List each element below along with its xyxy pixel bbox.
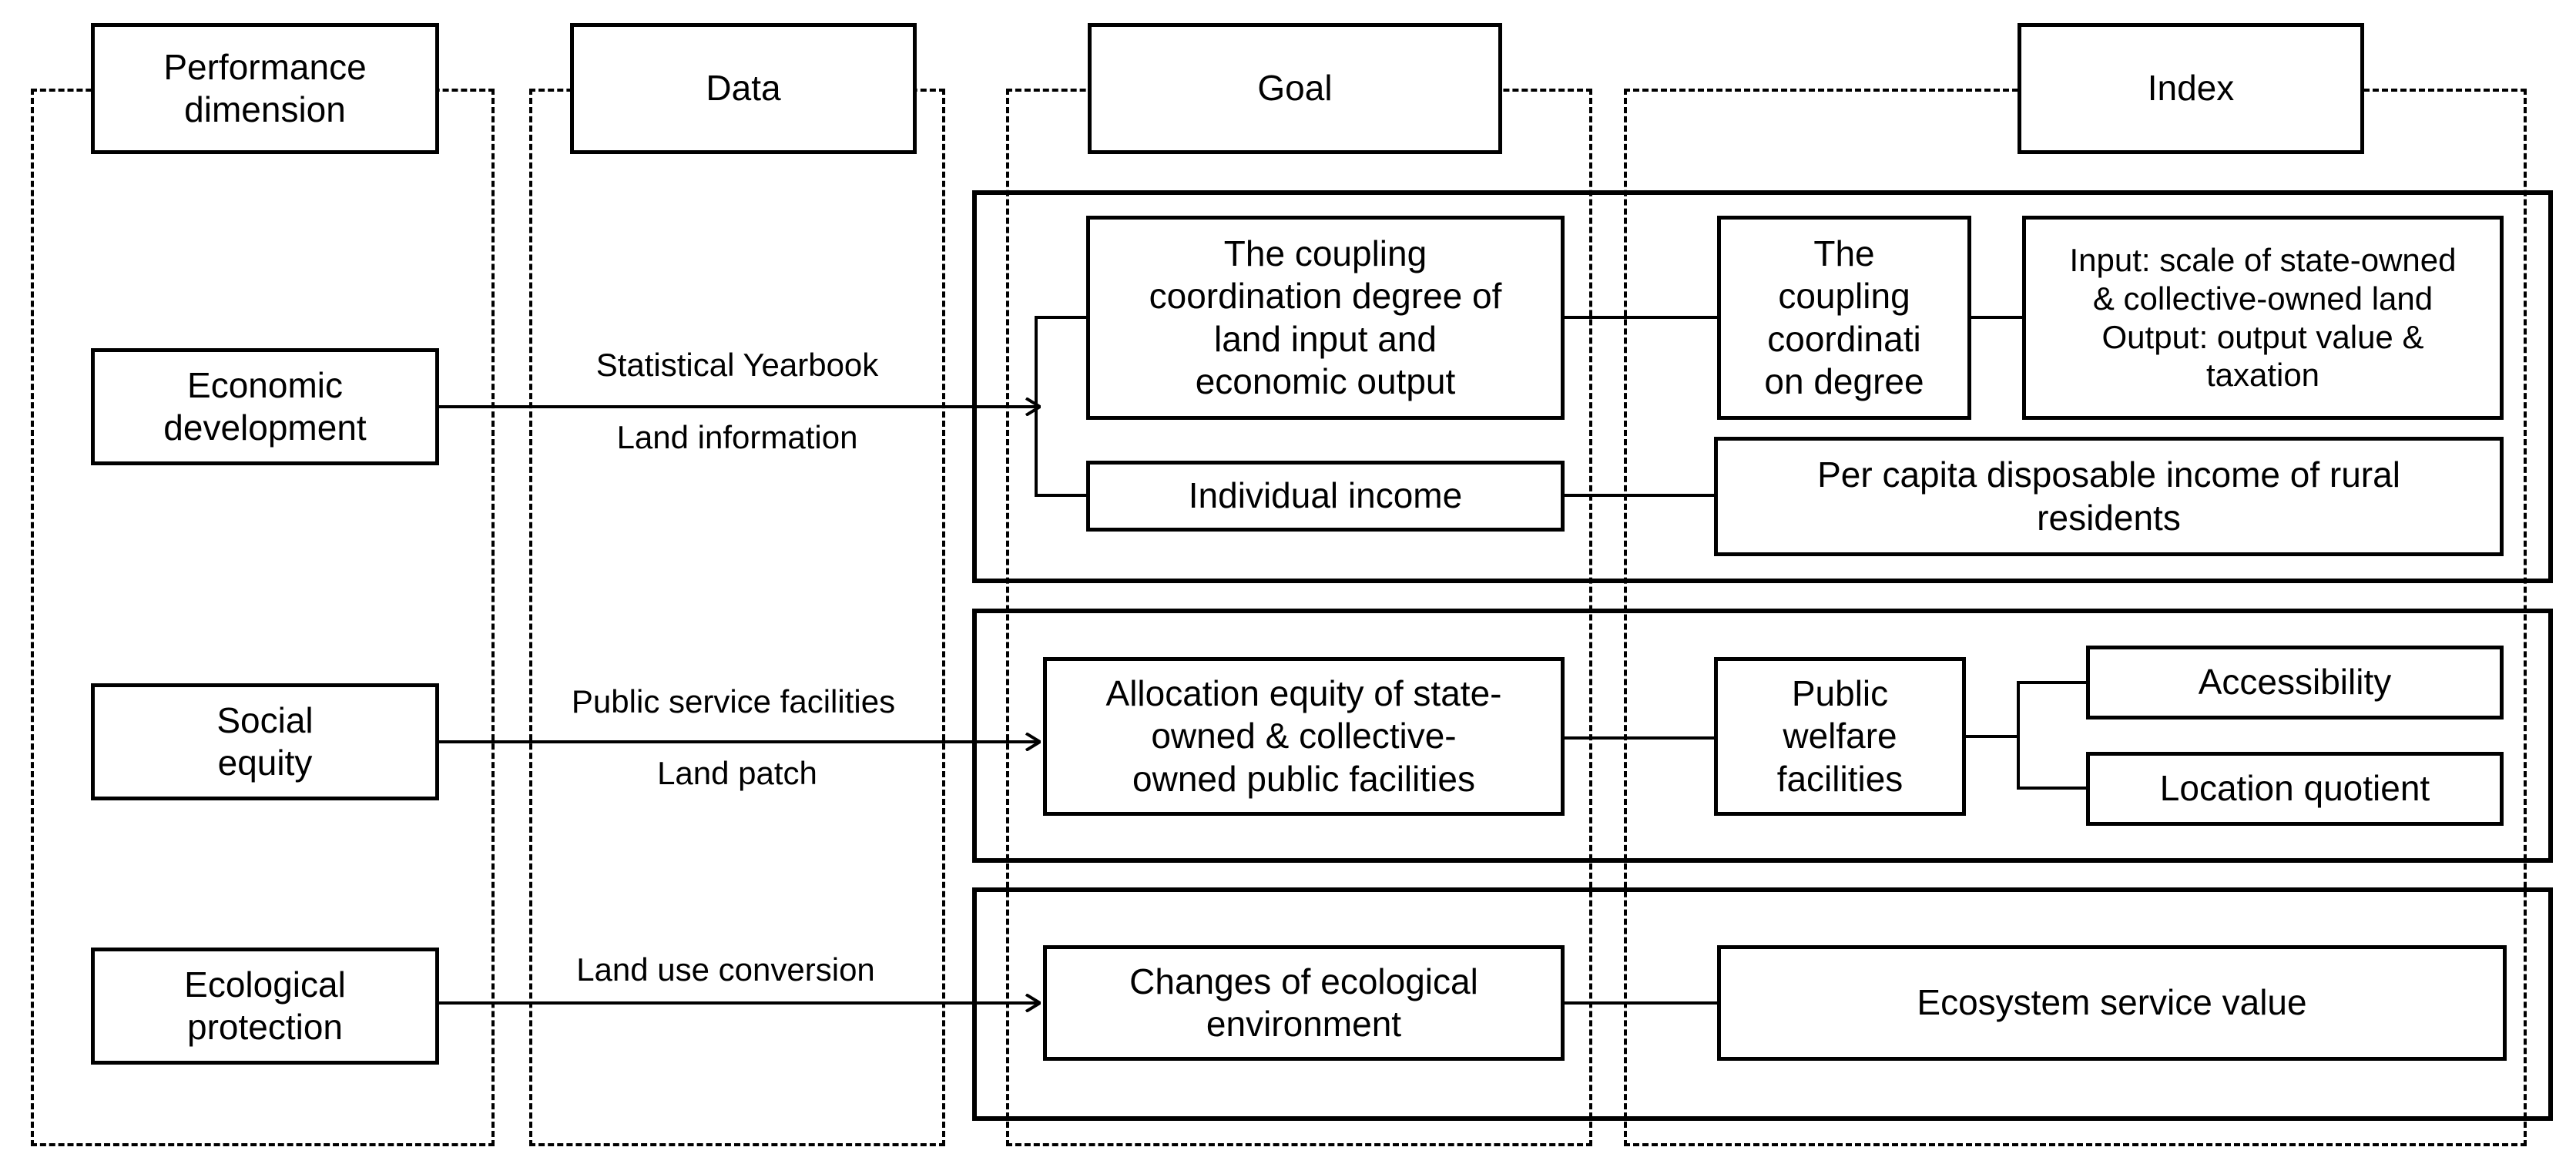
index-accessibility: Accessibility [2086, 646, 2504, 719]
data-label-land-use-conversion: Land use conversion [576, 951, 875, 988]
data-label-public-service-facilities: Public service facilities [571, 683, 896, 719]
social-group-frame [972, 609, 2553, 863]
goal-ecological-environment: Changes of ecological environment [1043, 945, 1565, 1061]
data-label-land-patch: Land patch [657, 755, 817, 791]
index-coupling-degree: The coupling coordinati on degree [1717, 216, 1971, 420]
data-label-land-information: Land information [616, 419, 858, 455]
header-index: Index [2018, 23, 2364, 154]
index-disposable-income: Per capita disposable income of rural re… [1714, 437, 2504, 556]
index-input-output: Input: scale of state-owned & collective… [2022, 216, 2504, 420]
index-ecosystem-service-value: Ecosystem service value [1717, 945, 2507, 1061]
index-public-welfare: Public welfare facilities [1714, 657, 1966, 816]
data-label-statistical-yearbook: Statistical Yearbook [595, 347, 879, 383]
dimension-ecological-protection: Ecological protection [91, 948, 439, 1065]
header-performance-dimension: Performance dimension [91, 23, 439, 154]
welfare-branch [2017, 681, 2086, 790]
header-goal: Goal [1088, 23, 1502, 154]
economic-branch [1035, 316, 1086, 497]
dimension-social-equity: Social equity [91, 683, 439, 800]
goal-individual-income: Individual income [1086, 461, 1565, 532]
goal-coupling-coordination: The coupling coordination degree of land… [1086, 216, 1565, 420]
economic-group-frame [972, 190, 2553, 583]
index-location-quotient: Location quotient [2086, 752, 2504, 826]
header-data: Data [570, 23, 917, 154]
goal-allocation-equity: Allocation equity of state- owned & coll… [1043, 657, 1565, 816]
dimension-economic-development: Economic development [91, 348, 439, 465]
